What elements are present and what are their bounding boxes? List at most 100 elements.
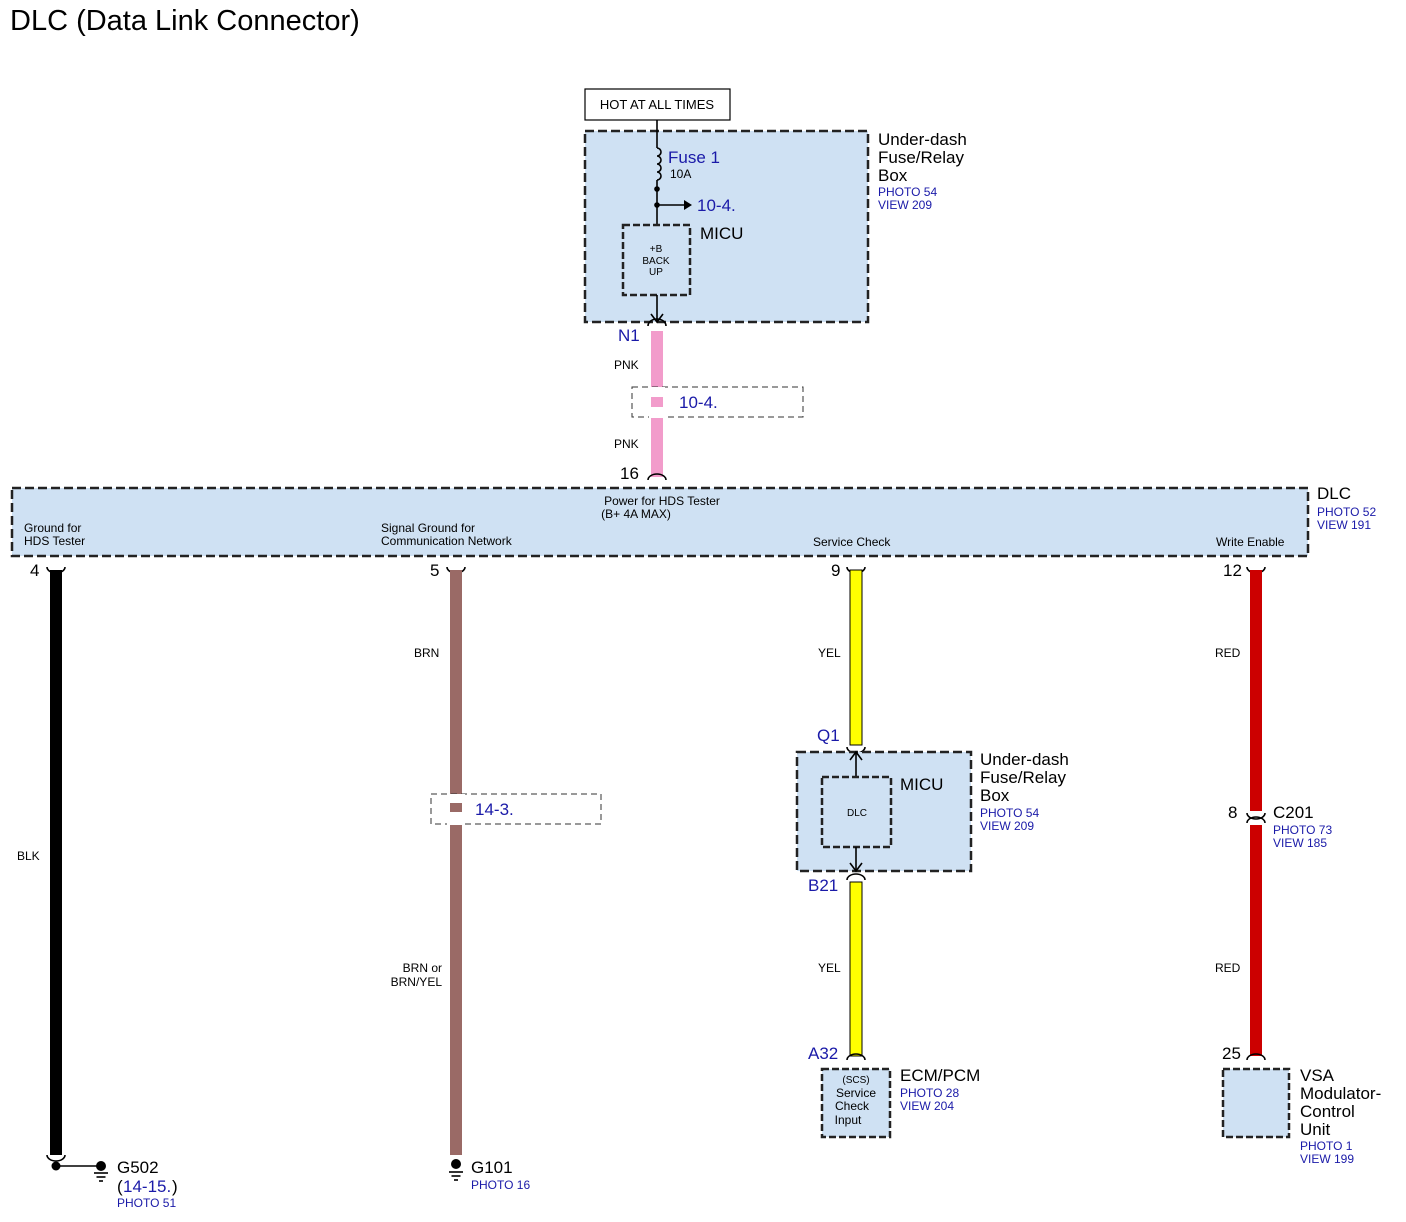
- red-wire-lower: [1250, 825, 1262, 1056]
- brn-color-top: BRN: [414, 646, 439, 660]
- top-box-name-2: Fuse/Relay: [878, 148, 964, 167]
- yel-pin-label: 9: [831, 561, 840, 580]
- top-box-name-3: Box: [878, 166, 908, 185]
- blk-wire: [50, 570, 62, 1155]
- blk-color-label: BLK: [17, 849, 40, 863]
- brn-color-bottom-1: BRN or: [403, 961, 442, 975]
- pnk-color-bottom: PNK: [614, 437, 639, 451]
- scs-line-4: Input: [835, 1113, 862, 1127]
- ecm-photo-link[interactable]: PHOTO 28: [900, 1086, 959, 1100]
- g101-terminal-dot: [451, 1159, 461, 1169]
- dlc-signal-label-2: Communication Network: [381, 534, 513, 548]
- top-box-name-1: Under-dash: [878, 130, 967, 149]
- dlc-pin-16: 16: [620, 464, 639, 483]
- dlc-photo-link[interactable]: PHOTO 52: [1317, 505, 1376, 519]
- a32-pin-label: A32: [808, 1044, 838, 1063]
- splice-dot: [654, 186, 660, 192]
- red-color-top: RED: [1215, 646, 1241, 660]
- dlc-power-label-2: (B+ 4A MAX): [601, 507, 671, 521]
- pnk-ref-link[interactable]: 10-4.: [679, 393, 718, 412]
- ecm-view-link[interactable]: VIEW 204: [900, 1099, 954, 1113]
- top-box-view-link[interactable]: VIEW 209: [878, 198, 932, 212]
- q1-pin-label: Q1: [817, 726, 840, 745]
- c201-pin-label: 8: [1228, 803, 1237, 822]
- power-label: HOT AT ALL TIMES: [600, 97, 714, 112]
- ecm-name: ECM/PCM: [900, 1066, 980, 1085]
- dlc-view-link[interactable]: VIEW 191: [1317, 518, 1371, 532]
- dlc-service-check-label: Service Check: [813, 535, 891, 549]
- blk-end-connector-icon: [46, 1154, 66, 1162]
- mid-box-out-arrow-icon: [849, 862, 863, 873]
- top-micu-label: MICU: [700, 224, 743, 243]
- vsa-pin-label: 25: [1222, 1044, 1241, 1063]
- brn-ref-stub: [450, 803, 462, 812]
- dlc-signal-label-1: Signal Ground for: [381, 521, 475, 535]
- vsa-name-2: Modulator-: [1300, 1084, 1381, 1103]
- micu-out-arrow-icon: [650, 313, 664, 324]
- dlc-write-enable-label: Write Enable: [1216, 535, 1285, 549]
- dlc-box: [10, 486, 1310, 558]
- g101-ground-icon: [449, 1171, 463, 1181]
- brn-wire: [450, 570, 462, 1155]
- brn-ref-link[interactable]: 14-3.: [475, 800, 514, 819]
- g502-ref-close: ): [172, 1177, 178, 1196]
- b21-pin-label: B21: [808, 876, 838, 895]
- n1-pin-label: N1: [618, 326, 640, 345]
- g502-ref-link[interactable]: 14-15.: [123, 1177, 171, 1196]
- dlc-name: DLC: [1317, 484, 1351, 503]
- mid-box-in-arrow-icon: [849, 750, 863, 761]
- pin-25-connector-icon: [1246, 1053, 1266, 1061]
- yel-color-bottom: YEL: [818, 961, 841, 975]
- ecm-pcm-box: [820, 1067, 892, 1139]
- c201-photo-link[interactable]: PHOTO 73: [1273, 823, 1332, 837]
- dlc-power-label-1: Power for HDS Tester: [604, 494, 720, 508]
- branch-arrow-icon: [684, 200, 692, 210]
- c201-upper-connector-icon: [1246, 812, 1266, 820]
- pnk-color-top: PNK: [614, 358, 639, 372]
- g101-photo-link[interactable]: PHOTO 16: [471, 1178, 530, 1192]
- page-title: DLC (Data Link Connector): [10, 5, 360, 37]
- yel-color-top: YEL: [818, 646, 841, 660]
- mid-box-view-link[interactable]: VIEW 209: [980, 819, 1034, 833]
- mid-micu-label: MICU: [900, 775, 943, 794]
- c201-view-link[interactable]: VIEW 185: [1273, 836, 1327, 850]
- blk-pin-label: 4: [30, 561, 39, 580]
- brn-pin-label: 5: [430, 561, 439, 580]
- g502-terminal-dot: [96, 1161, 106, 1171]
- mid-box-photo-link[interactable]: PHOTO 54: [980, 806, 1039, 820]
- c201-lower-connector-icon: [1246, 816, 1266, 824]
- vsa-name-1: VSA: [1300, 1066, 1335, 1085]
- backup-line-3: UP: [649, 267, 663, 278]
- mid-box-name-2: Fuse/Relay: [980, 768, 1066, 787]
- g502-ground-icon: [94, 1172, 108, 1182]
- top-box-photo-link[interactable]: PHOTO 54: [878, 185, 937, 199]
- mid-dlc-label: DLC: [847, 808, 867, 819]
- scs-line-1: (SCS): [842, 1075, 869, 1086]
- red-wire-upper: [1250, 570, 1262, 811]
- fuse-symbol: [656, 147, 662, 181]
- dlc-ground-label-2: HDS Tester: [24, 534, 85, 548]
- fuse-name-link[interactable]: Fuse 1: [668, 148, 720, 167]
- g502-photo-link[interactable]: PHOTO 51: [117, 1196, 176, 1210]
- backup-line-2: BACK: [642, 256, 670, 267]
- red-color-bottom: RED: [1215, 961, 1241, 975]
- b21-connector-icon: [846, 873, 866, 881]
- top-branch-ref-link[interactable]: 10-4.: [697, 196, 736, 215]
- vsa-view-link[interactable]: VIEW 199: [1300, 1152, 1354, 1166]
- pin-16-connector-icon: [647, 473, 667, 481]
- vsa-unit-box: [1221, 1067, 1291, 1139]
- fuse-rating: 10A: [670, 167, 691, 181]
- yel-wire-upper: [849, 569, 863, 746]
- vsa-photo-link[interactable]: PHOTO 1: [1300, 1139, 1353, 1153]
- g101-label: G101: [471, 1158, 513, 1177]
- dlc-ground-label-1: Ground for: [24, 521, 81, 535]
- c201-name: C201: [1273, 803, 1314, 822]
- scs-line-2: Service: [836, 1086, 876, 1100]
- backup-line-1: +B: [650, 244, 663, 255]
- mid-box-name-1: Under-dash: [980, 750, 1069, 769]
- pnk-ref-stub: [651, 397, 663, 407]
- vsa-name-3: Control: [1300, 1102, 1355, 1121]
- mid-dlc-box: [820, 775, 893, 849]
